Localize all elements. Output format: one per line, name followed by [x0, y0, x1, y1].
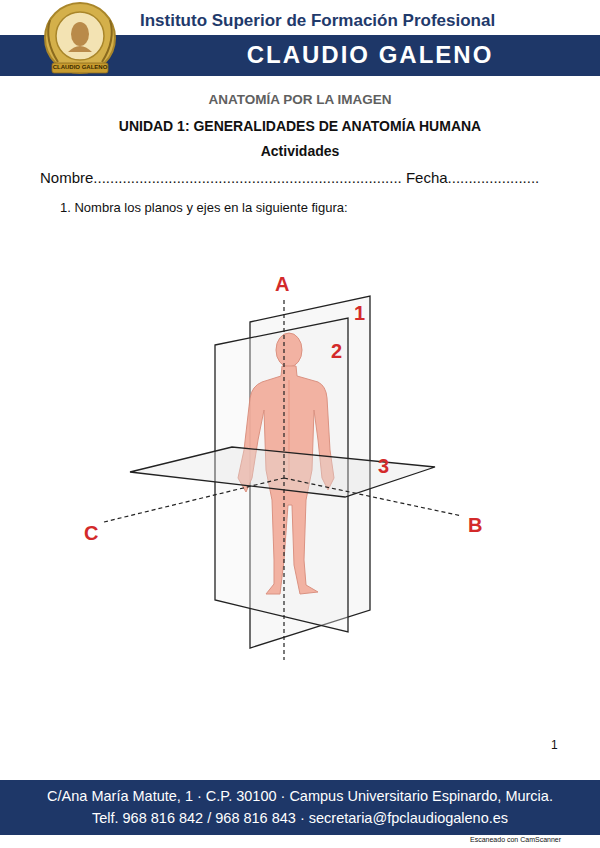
- footer-contact-text: C/Ana María Matute, 1 · C.P. 30100 · Cam…: [47, 786, 553, 807]
- page-title: ANATOMÍA POR LA IMAGEN: [0, 92, 600, 107]
- callout-number: 1: [354, 301, 365, 325]
- axis-line: [284, 478, 462, 516]
- unit-heading: UNIDAD 1: GENERALIDADES DE ANATOMÍA HUMA…: [0, 118, 600, 135]
- institution-banner-text: CLAUDIO GALENO: [247, 38, 494, 73]
- section-heading: Actividades: [0, 143, 600, 160]
- question-text: 1. Nombra los planos y ejes en la siguie…: [60, 200, 348, 216]
- plane-outline: [130, 447, 435, 497]
- callout-letter: A: [275, 272, 289, 296]
- callout-number: 3: [378, 454, 389, 478]
- callout-letter: C: [84, 521, 98, 545]
- footer-band: C/Ana María Matute, 1 · C.P. 30100 · Cam…: [0, 780, 600, 835]
- page-number: 1: [551, 738, 558, 752]
- logo-ribbon-text: CLAUDIO GALENO: [52, 64, 108, 71]
- footer-contact-text: Telf. 968 816 842 / 968 816 843 · secret…: [92, 808, 508, 829]
- scanner-watermark: Escaneado con CamScanner: [470, 836, 561, 844]
- institute-name: Instituto Superior de Formación Profesio…: [140, 11, 495, 31]
- callout-letter: B: [468, 513, 482, 537]
- name-date-line: Nombre..................................…: [40, 169, 539, 187]
- callout-number: 2: [331, 339, 342, 363]
- axis-line: [104, 478, 284, 522]
- logo-emblem: [0, 0, 140, 90]
- axis-line: [283, 300, 284, 660]
